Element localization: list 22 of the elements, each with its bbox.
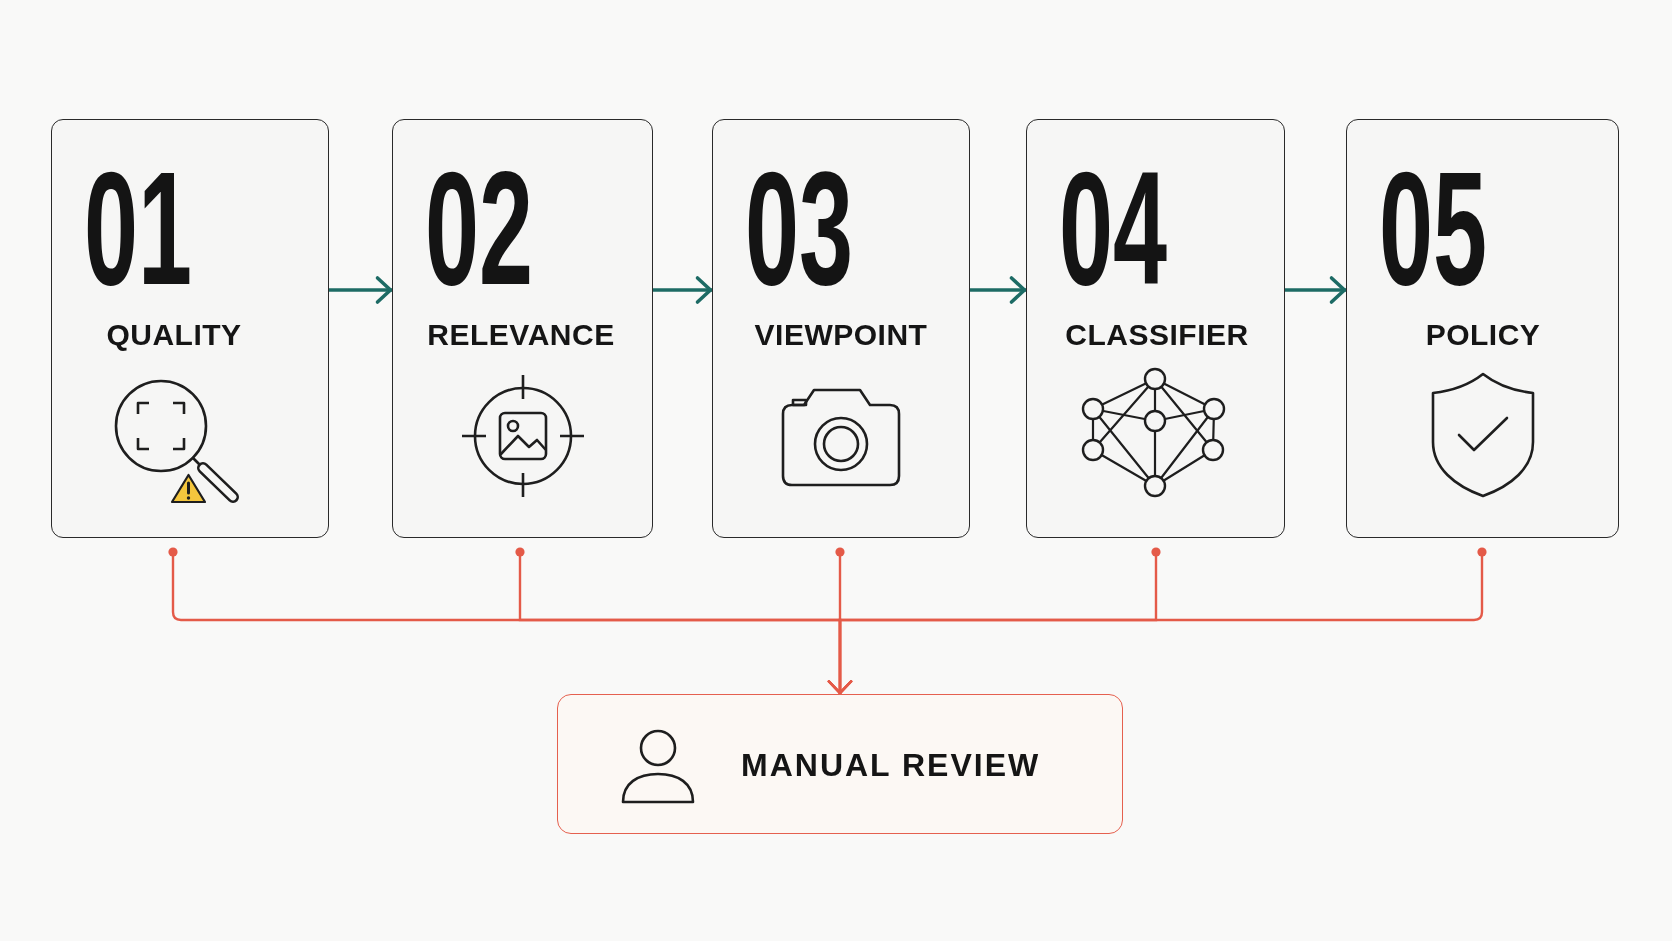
arrow — [329, 276, 393, 304]
step-number: 02 — [425, 147, 534, 309]
arrow — [970, 276, 1027, 304]
arrow — [653, 276, 713, 304]
step-number: 04 — [1059, 147, 1168, 309]
step-card — [1346, 119, 1619, 538]
step-label: VIEWPOINT — [754, 317, 928, 353]
step-label: RELEVANCE — [427, 317, 615, 353]
arrow — [1285, 276, 1347, 304]
step-label: QUALITY — [106, 317, 242, 353]
step-card — [51, 119, 329, 538]
step-number: 03 — [745, 147, 854, 309]
arrow — [827, 547, 1487, 695]
step-number: 01 — [84, 147, 193, 309]
review-label: MANUAL REVIEW — [741, 746, 1041, 785]
step-label: CLASSIFIER — [1065, 317, 1249, 353]
review-box — [557, 694, 1123, 834]
step-number: 05 — [1379, 147, 1488, 309]
step-card — [1026, 119, 1285, 538]
step-label: POLICY — [1425, 317, 1541, 353]
step-card — [392, 119, 653, 538]
step-card — [712, 119, 970, 538]
